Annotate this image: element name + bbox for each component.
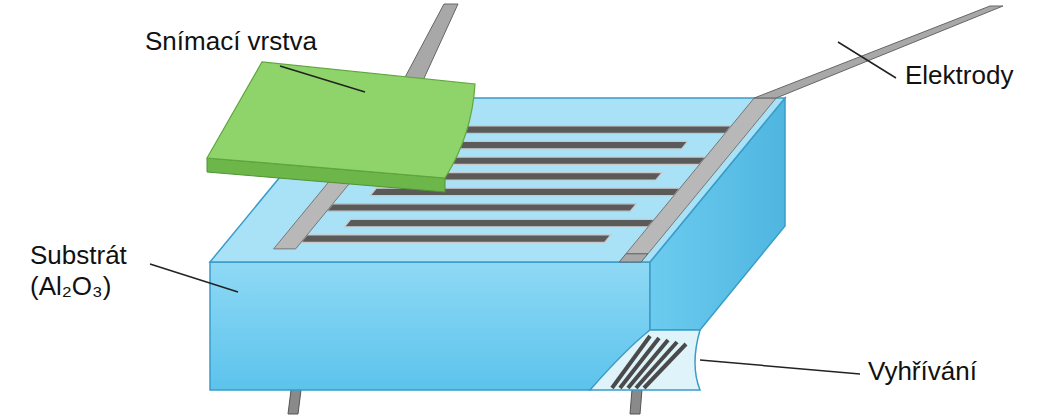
part-label: Elektrody: [905, 60, 1013, 91]
electrode-finger: [301, 235, 611, 242]
heater-trace: [636, 342, 677, 388]
electrode-bus: [626, 98, 776, 254]
part-label: Substrát (Al₂O₃): [30, 240, 127, 302]
heater: [612, 336, 686, 388]
heater-trace: [644, 344, 686, 388]
substrate-cutout: [590, 330, 700, 390]
leader-lines: [150, 42, 896, 374]
electrode-finger: [327, 204, 637, 211]
electrode-finger: [345, 219, 655, 226]
sensing-layer: [207, 62, 475, 178]
electrode-lead: [619, 254, 648, 262]
substrate-front: [210, 262, 650, 390]
part-label: Snímací vrstva: [145, 26, 317, 57]
part-label: Vyhřívání: [868, 356, 977, 387]
heater-trace: [628, 340, 668, 388]
